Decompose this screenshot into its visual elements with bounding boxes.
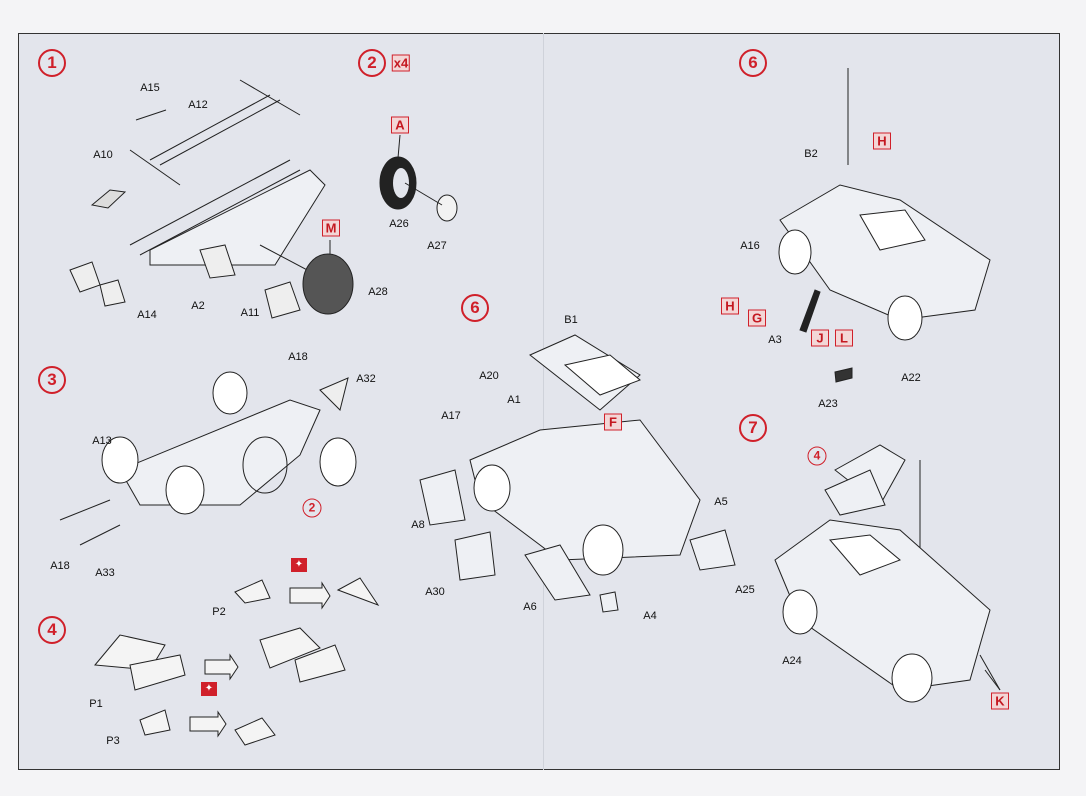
step-2-number: 2 <box>358 49 386 77</box>
final-vehicle-drawing <box>774 444 1001 703</box>
mudguard-drawings <box>94 577 380 746</box>
hub-a27 <box>436 194 458 222</box>
step-3-number: 3 <box>38 366 66 394</box>
step-6-number-right: 6 <box>739 49 767 77</box>
part-label: A24 <box>782 655 802 667</box>
part-label: P1 <box>89 698 103 710</box>
color-code-h: H <box>873 132 891 150</box>
part-label: A6 <box>523 601 537 613</box>
bend-part-icon: ✦ <box>291 558 307 572</box>
part-label: A22 <box>901 372 921 384</box>
part-label: A11 <box>240 307 260 319</box>
step-2-reference: 2 <box>302 498 322 518</box>
part-label: A3 <box>768 334 782 346</box>
bend-part-icon: ✦ <box>201 682 217 696</box>
color-code-k: K <box>991 692 1009 710</box>
part-label: A18 <box>288 351 308 363</box>
part-label: A20 <box>479 370 499 382</box>
quantity-badge: x4 <box>391 54 411 72</box>
spare-wheel-a28 <box>302 253 354 315</box>
color-code-m: M <box>322 219 340 237</box>
part-label: A25 <box>735 584 755 596</box>
part-label: A23 <box>818 398 838 410</box>
part-label: B1 <box>564 314 578 326</box>
part-label: A27 <box>427 240 447 252</box>
part-label: A32 <box>356 373 376 385</box>
part-label: A18 <box>50 560 70 572</box>
step-4-reference: 4 <box>807 446 827 466</box>
part-label: A28 <box>368 286 388 298</box>
part-label: A30 <box>425 586 445 598</box>
part-label: A16 <box>740 240 760 252</box>
color-code-j: J <box>811 329 829 347</box>
part-label: A1 <box>507 394 521 406</box>
color-code-g: G <box>748 309 766 327</box>
part-label: A14 <box>137 309 157 321</box>
part-label: A5 <box>714 496 728 508</box>
chassis-drawing <box>69 79 346 319</box>
page-fold <box>543 33 544 770</box>
part-label: A12 <box>188 99 208 111</box>
part-label: P3 <box>106 735 120 747</box>
chassis-wheels-drawing <box>59 371 357 546</box>
part-label: A15 <box>140 82 160 94</box>
color-code-a: A <box>391 116 409 134</box>
part-label: A33 <box>95 567 115 579</box>
part-label: A17 <box>441 410 461 422</box>
part-label: A2 <box>191 300 205 312</box>
step-7-number: 7 <box>739 414 767 442</box>
part-label: A13 <box>92 435 112 447</box>
part-label: A26 <box>389 218 409 230</box>
step-6-number: 6 <box>461 294 489 322</box>
part-label: A4 <box>643 610 657 622</box>
part-label: B2 <box>804 148 818 160</box>
hull-assembly-drawing <box>419 334 736 613</box>
part-label: A8 <box>411 519 425 531</box>
step-1-number: 1 <box>38 49 66 77</box>
step-4-number: 4 <box>38 616 66 644</box>
color-code-l: L <box>835 329 853 347</box>
vehicle-side-drawing <box>778 68 991 383</box>
part-label: P2 <box>212 606 226 618</box>
part-label: A10 <box>93 149 113 161</box>
color-code-f: F <box>604 413 622 431</box>
color-code-h: H <box>721 297 739 315</box>
